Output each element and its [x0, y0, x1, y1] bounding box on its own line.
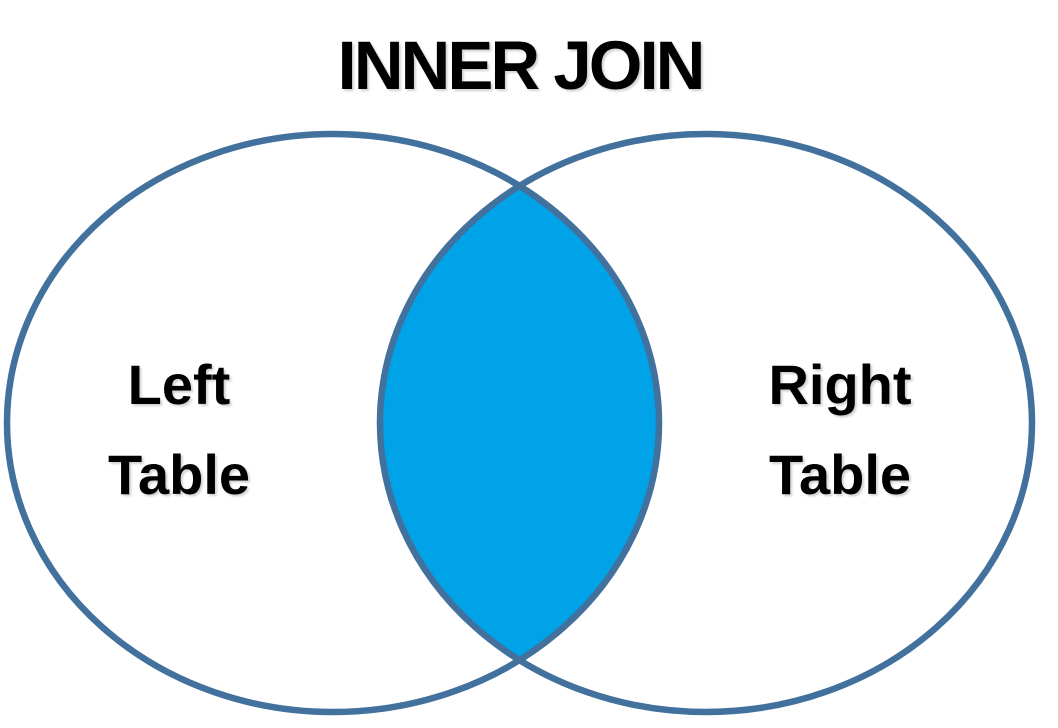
diagram-title: INNER JOIN [337, 27, 706, 104]
right-circle [376, 130, 1036, 716]
intersection-lens [380, 186, 659, 660]
left-circle [3, 130, 663, 716]
left-table-label: Left Table [107, 353, 251, 506]
right-table-label: Right Table [768, 353, 912, 506]
